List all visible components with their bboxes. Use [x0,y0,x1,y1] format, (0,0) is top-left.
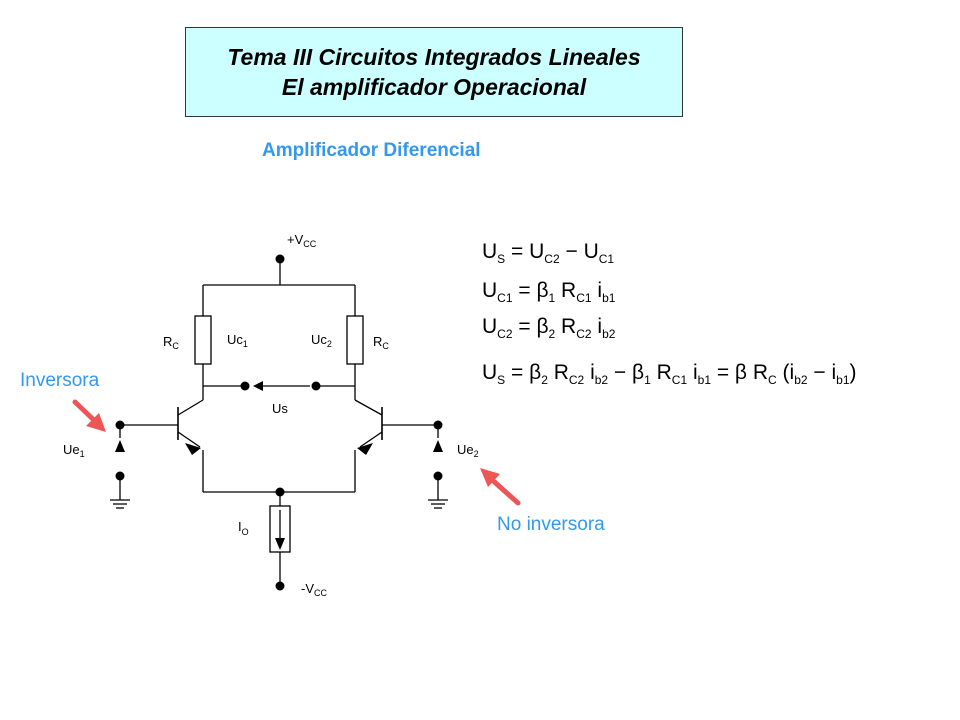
equation-2: UC1 = β1 RC1 ib1 [482,279,616,305]
label-rc-left: RC [163,334,179,351]
label-uc1: Uc1 [227,332,248,349]
node-ue2-bottom [433,471,443,481]
node-uc1 [240,381,250,391]
node-vcc-pos [275,254,285,264]
equation-4: US = β2 RC2 ib2 − β1 RC1 ib1 = β RC (ib2… [482,361,857,387]
node-ue1-bottom [115,471,125,481]
current-arrow [275,538,285,550]
node-vcc-neg [275,581,285,591]
title-box: Tema III Circuitos Integrados Lineales E… [185,27,683,117]
equation-1: US = UC2 − UC1 [482,240,614,266]
emitter-arrow-left [185,443,201,455]
node-ue2-top [433,420,443,430]
node-uc2 [311,381,321,391]
label-rc-right: RC [373,334,389,351]
label-uc2: Uc2 [311,332,332,349]
label-inversora: Inversora [20,370,100,391]
resistor-rc-left [194,315,212,365]
emitter-arrow-right [357,443,373,455]
label-vcc-pos: +VCC [287,232,317,249]
label-vcc-neg: -VCC [301,581,327,598]
arrow-no-inversora [487,475,521,506]
title-line-2: El amplificador Operacional [281,74,587,100]
resistor-rc-right [346,315,364,365]
equation-3: UC2 = β2 RC2 ib2 [482,315,616,341]
label-no-inversora: No inversora [497,514,605,535]
label-us: Us [272,401,288,416]
ue1-arrow [115,440,125,452]
label-ue1: Ue1 [63,442,85,459]
label-io: IO [238,519,249,537]
node-tail [275,487,285,497]
ue2-arrow [433,440,443,452]
node-ue1-top [115,420,125,430]
label-ue2: Ue2 [457,442,479,459]
title-line-1: Tema III Circuitos Integrados Lineales [227,44,641,70]
page-subtitle: Amplificador Diferencial [262,140,481,161]
